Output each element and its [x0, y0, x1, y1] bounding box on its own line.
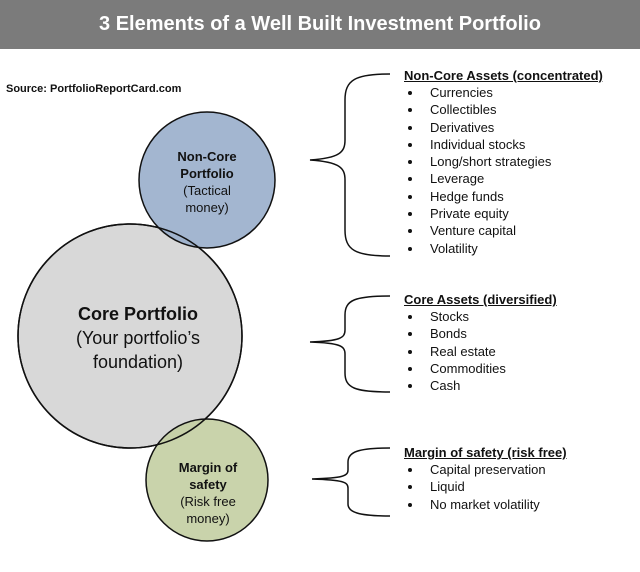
margin-of-safety-title: Margin of safety (risk free)	[404, 445, 567, 460]
list-item: No market volatility	[404, 496, 567, 513]
list-item: Collectibles	[404, 101, 603, 118]
list-item: Capital preservation	[404, 461, 567, 478]
source-credit: Source: PortfolioReportCard.com	[6, 83, 182, 95]
noncore-circle-label: Non-Core Portfolio (Tactical money)	[152, 148, 262, 216]
list-item: Leverage	[404, 170, 603, 187]
core-label-line2: (Your portfolio’s	[75, 328, 201, 348]
list-item: Real estate	[404, 343, 557, 360]
core-circle-label: Core Portfolio (Your portfolio’s foundat…	[38, 302, 238, 374]
margin-label-line1: Margin of	[178, 460, 238, 475]
list-item: Bonds	[404, 325, 557, 342]
noncore-assets-title: Non-Core Assets (concentrated)	[404, 68, 603, 83]
noncore-portfolio-circle	[138, 111, 276, 249]
list-item: Currencies	[404, 84, 603, 101]
list-item: Cash	[404, 377, 557, 394]
list-item: Hedge funds	[404, 188, 603, 205]
list-item: Liquid	[404, 478, 567, 495]
list-item: Stocks	[404, 308, 557, 325]
core-circle-outline	[17, 223, 243, 449]
list-item: Derivatives	[404, 119, 603, 136]
noncore-label-line4: money)	[185, 200, 229, 215]
list-item: Private equity	[404, 205, 603, 222]
list-item: Venture capital	[404, 222, 603, 239]
list-item: Long/short strategies	[404, 153, 603, 170]
core-assets-list: Core Assets (diversified) Stocks Bonds R…	[404, 292, 557, 394]
core-assets-title: Core Assets (diversified)	[404, 292, 557, 307]
core-label-line1: Core Portfolio	[78, 304, 198, 324]
header-bar: 3 Elements of a Well Built Investment Po…	[0, 0, 640, 49]
margin-circle-label: Margin of safety (Risk free money)	[158, 459, 258, 527]
page-title: 3 Elements of a Well Built Investment Po…	[99, 13, 541, 35]
core-label-line3: foundation)	[92, 352, 184, 372]
list-item: Commodities	[404, 360, 557, 377]
noncore-label-line3: (Tactical	[183, 183, 231, 198]
list-item: Volatility	[404, 240, 603, 257]
core-brace	[309, 295, 391, 393]
noncore-assets-list: Non-Core Assets (concentrated) Currencie…	[404, 68, 603, 257]
margin-of-safety-list: Margin of safety (risk free) Capital pre…	[404, 445, 567, 513]
margin-label-line3: (Risk free	[180, 494, 236, 509]
margin-of-safety-circle	[145, 418, 269, 542]
noncore-label-line1: Non-Core	[177, 149, 237, 164]
list-item: Individual stocks	[404, 136, 603, 153]
noncore-brace	[309, 73, 391, 257]
noncore-label-line2: Portfolio	[180, 166, 234, 181]
margin-label-line4: money)	[186, 511, 230, 526]
margin-label-line2: safety	[189, 477, 227, 492]
margin-brace	[311, 447, 391, 517]
